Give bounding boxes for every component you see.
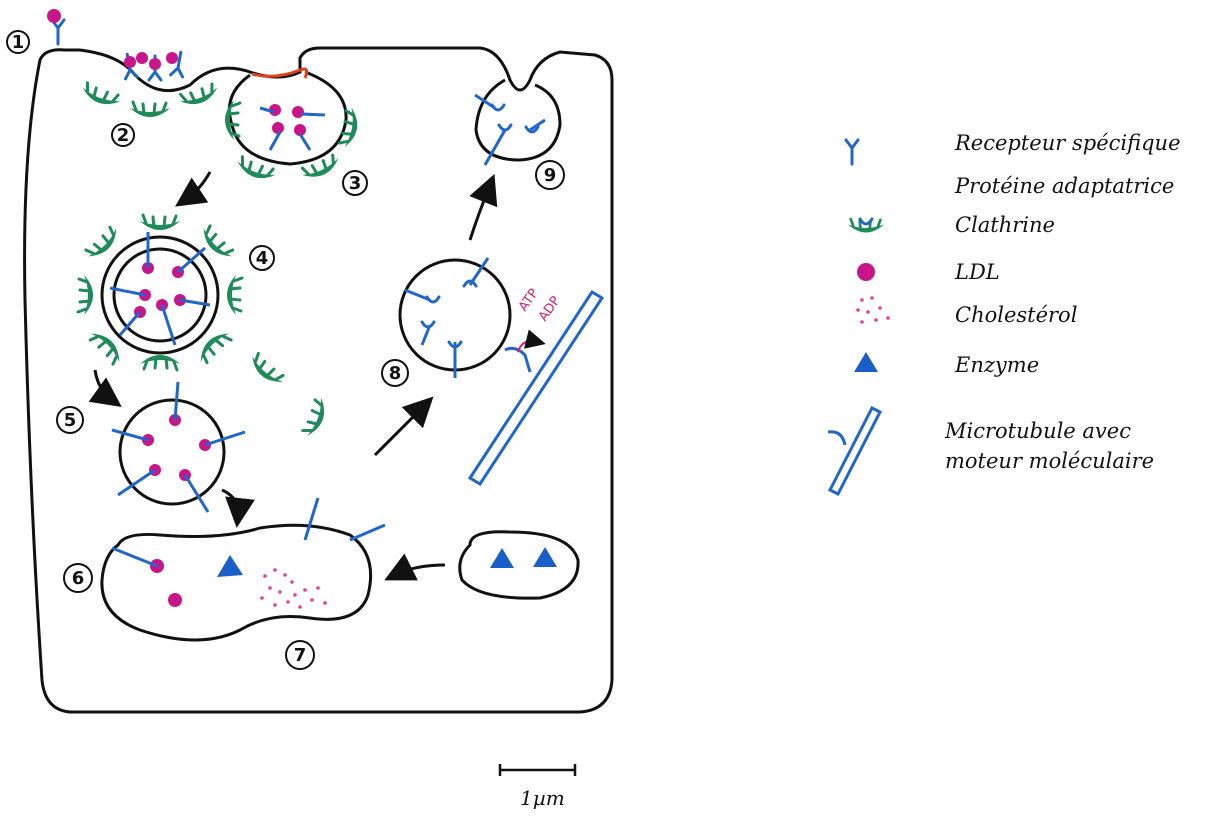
process-arrows — [88, 171, 498, 581]
vesicle-3-contents — [223, 98, 362, 186]
step-label-5: 5 — [64, 410, 77, 431]
cell-membrane — [23, 46, 614, 714]
legend-label-microtubule: Microtubule avec moteur moléculaire — [944, 419, 1154, 473]
primary-lysosome — [458, 530, 580, 600]
legend-item-cholesterol: Cholestérol — [856, 296, 1077, 327]
endolysosome — [100, 523, 373, 642]
free-clathrin-1 — [244, 349, 289, 391]
coated-pit-2 — [77, 49, 223, 119]
step-label-4: 4 — [256, 248, 269, 269]
legend-item-microtubule: Microtubule avec moteur moléculaire — [827, 405, 1154, 497]
step-label-6: 6 — [72, 568, 85, 589]
step-label-3: 3 — [349, 173, 362, 194]
budding-vesicle-3 — [227, 70, 348, 166]
dynamin-pinch — [251, 67, 309, 79]
legend-item-adaptor: Protéine adaptatrice — [954, 174, 1174, 198]
legend: Recepteur spécifique Protéine adaptatric… — [827, 131, 1181, 497]
recycling-vesicle-9 — [474, 78, 562, 162]
step-label-1: 1 — [12, 32, 25, 53]
uncoated-vesicle-5 — [111, 381, 246, 513]
receptor-icon — [844, 138, 860, 166]
step-label-7: 7 — [294, 645, 307, 666]
legend-item-enzyme: Enzyme — [854, 352, 1039, 377]
legend-label-enzyme: Enzyme — [954, 353, 1039, 377]
enzyme-icon — [854, 352, 878, 372]
microtubule-icon — [827, 405, 883, 497]
legend-label-clathrin: Clathrine — [955, 213, 1055, 237]
step-label-8: 8 — [389, 363, 402, 384]
vesicle-9-contents — [474, 93, 546, 166]
adp-label: ADP — [536, 294, 564, 325]
legend-label-cholesterol: Cholestérol — [955, 303, 1077, 327]
legend-label-receptor: Recepteur spécifique — [954, 131, 1181, 155]
step-label-9: 9 — [544, 165, 557, 186]
legend-item-receptor: Recepteur spécifique — [844, 131, 1181, 166]
step-numbers: 1 2 3 4 5 6 7 8 9 — [6, 30, 565, 670]
cholesterol-icon — [856, 296, 890, 324]
clathrin-icon — [846, 217, 886, 234]
step-label-2: 2 — [117, 125, 130, 146]
endosome-contents — [111, 497, 386, 609]
legend-item-clathrin: Clathrine — [846, 213, 1055, 237]
ldl-icon — [857, 263, 875, 281]
legend-item-ldl: LDL — [857, 260, 1000, 284]
scale-bar-label: 1µm — [520, 786, 565, 810]
scale-bar: 1µm — [498, 764, 577, 810]
legend-label-ldl: LDL — [954, 260, 1000, 284]
atp-label: ATP — [516, 286, 542, 314]
transport-vesicle-8 — [398, 257, 512, 378]
microtubule: ATP ADP — [467, 286, 605, 487]
free-clathrin-2 — [300, 394, 332, 441]
coated-vesicle-4 — [76, 213, 244, 372]
legend-label-adaptor: Protéine adaptatrice — [954, 174, 1174, 198]
free-receptor-1 — [47, 9, 66, 46]
